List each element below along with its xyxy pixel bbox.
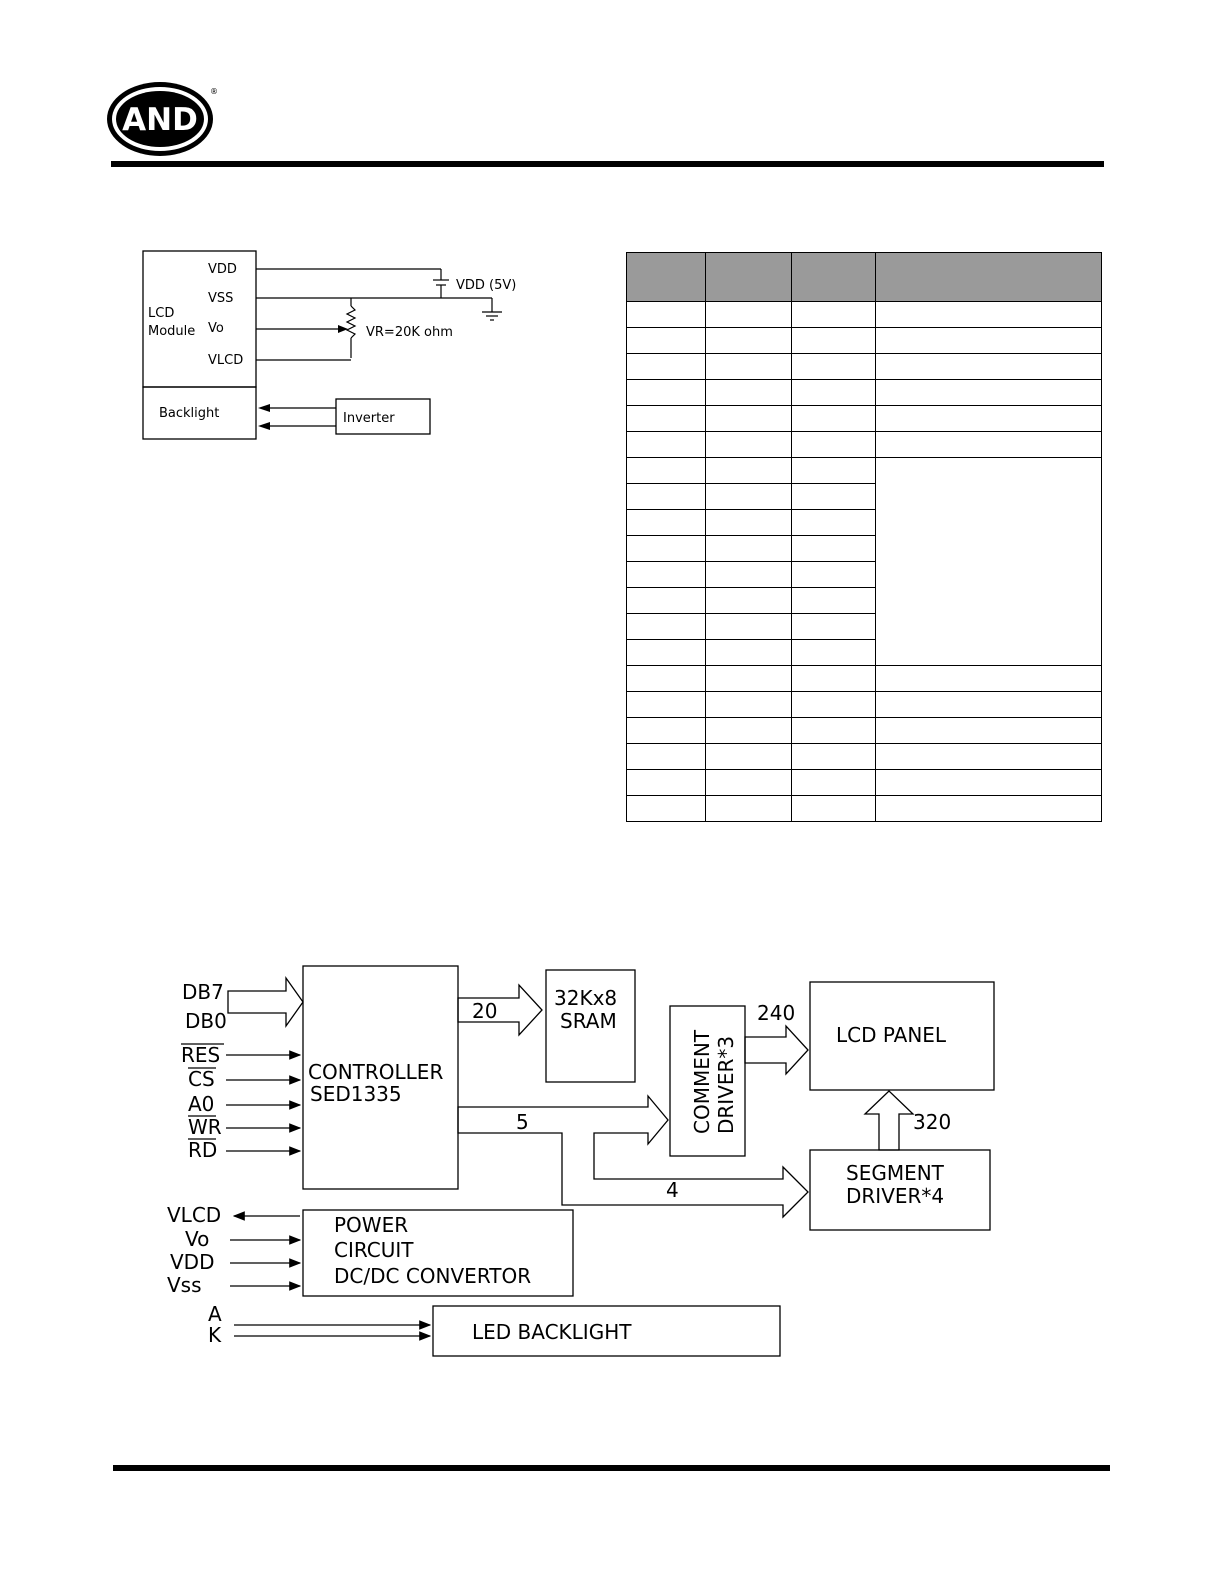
registered-mark: ® [210,87,218,96]
label-k: K [208,1323,222,1347]
block-diagram: DB7 DB0 CONTROLLER SED1335 RES CS A0 WR … [167,965,995,1357]
table-row [626,743,1102,770]
table-row [626,457,1102,666]
label-vdd: VDD [170,1250,214,1274]
sram-label-2: SRAM [560,1009,617,1033]
supply-label: VDD (5V) [456,278,516,293]
module-label-1: LCD [148,306,174,321]
logo-text: AND [122,102,198,138]
table-row [626,379,1102,406]
table-header [875,252,1102,302]
table-row [626,717,1102,744]
bus-20-label: 20 [472,999,497,1023]
segment-bus-arrow [863,1090,915,1151]
sram-bus-arrow [457,983,543,1037]
table-row [626,353,1102,380]
backlight-label: Backlight [159,406,219,421]
controller-box [302,965,459,1190]
label-db7: DB7 [182,980,224,1004]
label-vss: Vss [167,1273,202,1297]
label-db0: DB0 [185,1009,227,1033]
table-row [626,431,1102,458]
lcd-panel-box [809,981,995,1091]
label-wr: WR [188,1115,222,1139]
table-row [626,769,1102,796]
common-driver-label-2: DRIVER*3 [714,1036,738,1134]
table-row [626,587,1102,614]
controller-label-1: CONTROLLER [308,1060,443,1084]
power-label-3: DC/DC CONVERTOR [334,1264,531,1288]
resistor-label: VR=20K ohm [366,325,453,340]
common-driver-box [669,1005,746,1157]
table-row [626,301,1102,328]
table-row [626,561,1102,588]
bus-5-label: 5 [516,1110,529,1134]
label-rd: RD [188,1138,217,1162]
table-row [626,795,1102,822]
label-vo: Vo [185,1227,209,1251]
merged-cell [875,457,1102,666]
pin-table [626,252,1102,822]
table-row [626,665,1102,692]
controller-label-2: SED1335 [310,1082,402,1106]
label-cs: CS [188,1067,215,1091]
inverter-box [335,398,431,435]
header-rule [111,161,1104,167]
table-header [791,252,876,302]
power-circuit-box [302,1209,574,1297]
databus-arrow [227,975,304,1029]
pin-vo: Vo [208,321,224,336]
table-header-row [626,252,1102,302]
power-label-2: CIRCUIT [334,1238,414,1262]
table-row [626,613,1102,640]
table-row [626,639,1102,666]
label-vlcd: VLCD [167,1203,221,1227]
backlight-box [142,386,257,440]
lcd-panel-label: LCD PANEL [836,1023,947,1047]
table-row [626,405,1102,432]
wiring-diagram: LCD Module VDD VSS Vo VLCD VDD (5V) VR=2… [142,250,516,440]
resistor-symbol [345,305,357,339]
inverter-label: Inverter [343,411,395,426]
label-res: RES [181,1043,220,1067]
common-driver-label-1: COMMENT [690,1029,714,1134]
bus-240-label: 240 [757,1001,795,1025]
bus-320-label: 320 [913,1110,951,1134]
label-a: A [208,1302,222,1326]
table-row [626,327,1102,354]
table-header [705,252,792,302]
panel-bus-arrow [744,1024,809,1076]
table-header [626,252,706,302]
footer-rule [113,1465,1110,1471]
segment-driver-label-2: DRIVER*4 [846,1184,944,1208]
bus-4-label: 4 [666,1178,679,1202]
led-backlight-box [432,1305,781,1357]
segment-driver-box [809,1149,991,1231]
pin-vss: VSS [208,291,233,306]
sram-box [545,969,636,1083]
table-row [626,691,1102,718]
pin-vdd: VDD [208,262,237,277]
pin-vlcd: VLCD [208,353,243,368]
sram-label-1: 32Kx8 [554,986,617,1010]
segment-driver-label-1: SEGMENT [846,1161,945,1185]
label-a0: A0 [188,1092,214,1116]
and-logo: AND ® [107,82,218,156]
module-label-2: Module [148,324,195,339]
common-bus-arrow [457,1094,809,1219]
led-backlight-label: LED BACKLIGHT [472,1320,632,1344]
power-label-1: POWER [334,1213,408,1237]
table-row [626,535,1102,562]
